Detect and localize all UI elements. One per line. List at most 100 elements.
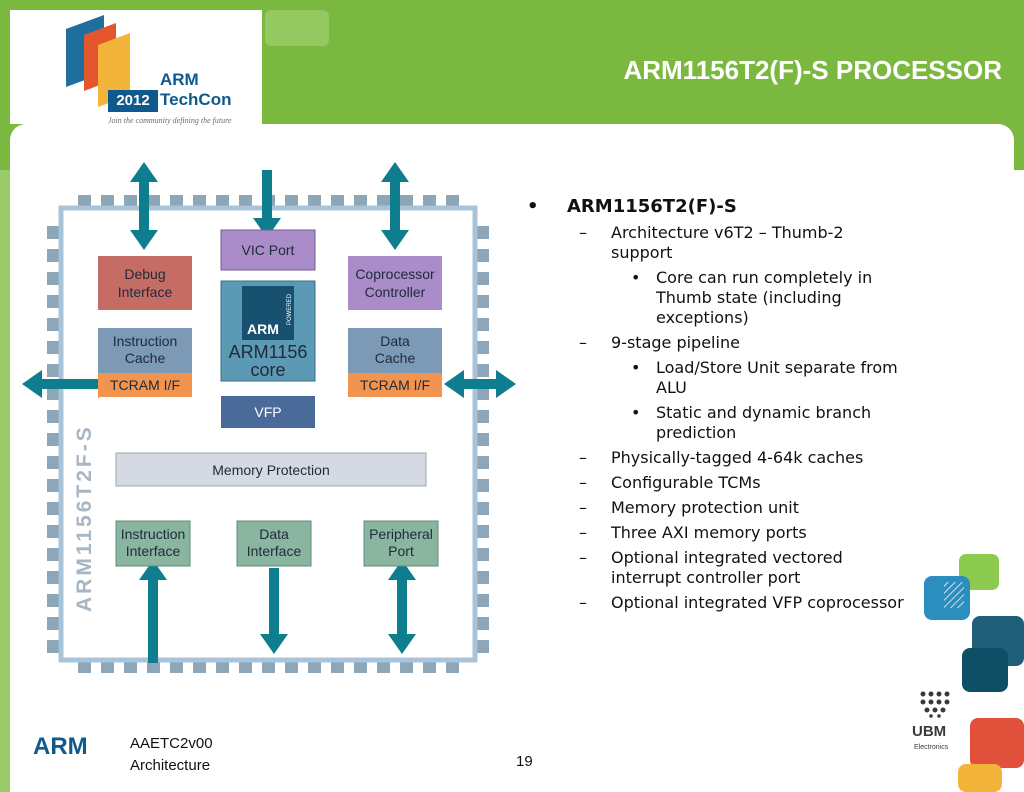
- chip-pin: [216, 661, 229, 673]
- arrow-top-left: [130, 162, 158, 250]
- bullet-item: –Physically-tagged 4-64k caches: [527, 448, 907, 468]
- instruction-interface-block: [115, 520, 191, 567]
- bullet-heading-text: ARM1156T2(F)-S: [567, 196, 737, 217]
- coprocessor-controller-block: [348, 256, 442, 310]
- footer-code: AAETC2v00: [130, 735, 213, 752]
- decorative-squares: [924, 554, 1024, 792]
- chip-pin: [193, 195, 206, 207]
- bullet-item: –Optional integrated vectored interrupt …: [527, 548, 907, 588]
- peripheral-port-block: [363, 520, 439, 567]
- logo-product: TechCon: [160, 90, 232, 109]
- arm-powered-badge: [242, 286, 294, 340]
- chip-pin: [476, 456, 489, 469]
- left-stripe: [0, 170, 10, 792]
- debug-label-line2: Interface: [118, 284, 173, 300]
- bullet-marker: –: [579, 448, 587, 467]
- chip-pin: [147, 661, 160, 673]
- chip-pin: [47, 410, 60, 423]
- chip-pin: [476, 617, 489, 630]
- icache-label-line2: Cache: [125, 350, 166, 366]
- arm-powered-text: POWERED: [287, 293, 293, 325]
- bullet-item-text: Memory protection unit: [611, 498, 799, 517]
- coprocessor-label-line2: Controller: [365, 284, 426, 300]
- chip-pin: [308, 195, 321, 207]
- bullet-item-text: Architecture v6T2 – Thumb-2 support: [611, 223, 844, 262]
- tcram-right-label: TCRAM I/F: [360, 377, 430, 393]
- chip-pin: [354, 195, 367, 207]
- bullet-marker: –: [579, 523, 587, 542]
- bullet-item: –Three AXI memory ports: [527, 523, 907, 543]
- chip-pin: [476, 640, 489, 653]
- iif-label-line2: Interface: [126, 543, 181, 559]
- chip-pin: [476, 410, 489, 423]
- sub-bullet-item: •Static and dynamic branch prediction: [527, 403, 907, 443]
- debug-interface-block: [98, 256, 192, 310]
- vfp-label: VFP: [254, 404, 281, 420]
- chip-pin: [476, 364, 489, 377]
- chip-pin: [47, 479, 60, 492]
- chip-pin: [47, 617, 60, 630]
- chip-pin: [308, 661, 321, 673]
- chip-pin: [331, 661, 344, 673]
- memory-protection-label: Memory Protection: [212, 462, 329, 478]
- chip-pin: [476, 525, 489, 538]
- dcache-label-line2: Cache: [375, 350, 416, 366]
- logo-year: 2012: [108, 90, 158, 112]
- vic-port-block: [220, 229, 316, 271]
- chip-pin: [476, 341, 489, 354]
- chip-pin: [124, 195, 137, 207]
- core-label-line2: core: [250, 360, 285, 380]
- iif-label-line1: Instruction: [121, 526, 186, 542]
- chip-pin: [446, 661, 459, 673]
- chip-pin: [476, 295, 489, 308]
- sub-bullet-text: Core can run completely in Thumb state (…: [656, 268, 873, 327]
- arrow-top-middle: [253, 170, 281, 238]
- chip-pin: [47, 594, 60, 607]
- pport-label-line1: Peripheral: [369, 526, 433, 542]
- chip-pin: [377, 195, 390, 207]
- sub-bullet-marker: •: [631, 268, 641, 287]
- chip-pin: [147, 195, 160, 207]
- chip-pin: [47, 341, 60, 354]
- chip-pin: [101, 661, 114, 673]
- chip-pin: [331, 195, 344, 207]
- dif-label-line2: Interface: [247, 543, 302, 559]
- chip-pin: [47, 571, 60, 584]
- techcon-logo-icon: [66, 15, 130, 107]
- tcram-left-block: [98, 373, 192, 397]
- instruction-cache-block: [98, 328, 192, 373]
- chip-pin: [239, 661, 252, 673]
- arrow-bottom-left: [139, 560, 167, 663]
- chip-pin: [239, 195, 252, 207]
- chip-pin: [423, 195, 436, 207]
- arm-badge-text: ARM: [247, 321, 279, 337]
- ubm-logo-icon: [920, 691, 950, 718]
- bullet-item-text: Optional integrated VFP coprocessor: [611, 593, 904, 612]
- slide-title: ARM1156T2(F)-S PROCESSOR: [623, 55, 1002, 85]
- chip-pin: [446, 195, 459, 207]
- bullet-item: –Architecture v6T2 – Thumb-2 support: [527, 223, 907, 263]
- arrow-left: [22, 370, 118, 398]
- chip-pin: [47, 272, 60, 285]
- icache-label-line1: Instruction: [113, 333, 178, 349]
- sub-bullet-marker: •: [631, 358, 641, 377]
- sub-bullet-item: •Load/Store Unit separate from ALU: [527, 358, 907, 398]
- footer-subtitle: Architecture: [130, 757, 211, 774]
- chip-pin: [476, 249, 489, 262]
- chip-pin: [285, 661, 298, 673]
- chip-pin: [47, 295, 60, 308]
- chip-pin: [193, 661, 206, 673]
- chip-pin: [354, 661, 367, 673]
- arm-footer-logo: ARM: [33, 733, 88, 760]
- bus-arrows: [22, 162, 516, 663]
- bullet-item-text: 9-stage pipeline: [611, 333, 740, 352]
- bullet-item: –9-stage pipeline: [527, 333, 907, 353]
- techcon-logo: 2012 ARM TechCon Join the community defi…: [10, 10, 262, 125]
- bullet-item-text: Optional integrated vectored interrupt c…: [611, 548, 843, 587]
- bullet-item: – Optional integrated VFP coprocessor: [527, 593, 907, 613]
- arrow-right: [444, 370, 516, 398]
- chip-pin: [47, 318, 60, 331]
- sub-bullet-item: • Core can run completely in Thumb state …: [527, 268, 907, 328]
- bullet-marker: –: [579, 593, 587, 612]
- chip-pin: [400, 195, 413, 207]
